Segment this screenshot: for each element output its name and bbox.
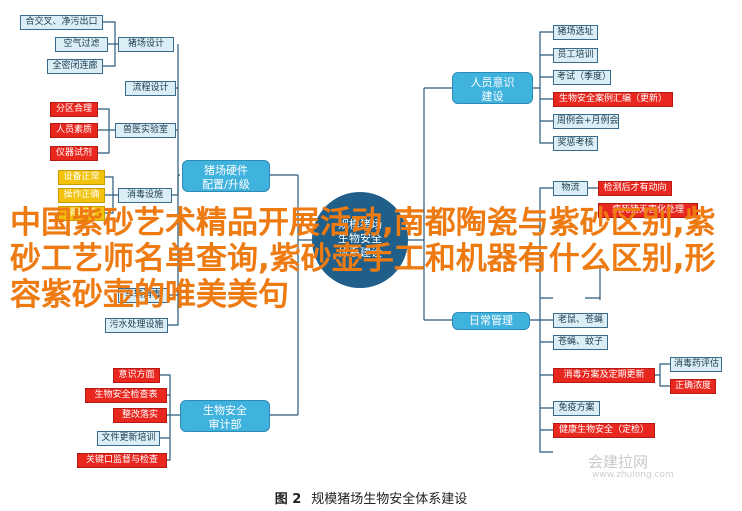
hub-daily: 日常管理 — [452, 312, 530, 330]
figure-caption: 图 2 规模猪场生物安全体系建设 — [0, 488, 742, 507]
hub-personnel-label: 人员意识 建设 — [470, 76, 515, 103]
node-operation: 操作正确 — [58, 188, 105, 203]
node-case-compilation: 生物安全案例汇编（更新） — [553, 92, 673, 107]
hub-daily-label: 日常管理 — [469, 314, 513, 327]
node-logistics: 物流 — [553, 181, 588, 196]
overlay-headline: 中国紫砂艺术精品开展活动,南都陶瓷与紫砂区别,紫砂工艺师名单查询,紫砂壶手工和机… — [10, 205, 716, 313]
node-site-selection: 猪场选址 — [553, 25, 598, 40]
node-mosquito: 苍蝇、蚊子 — [553, 335, 608, 350]
node-immune: 免疫方案 — [553, 401, 600, 416]
node-drug-eval: 消毒药评估 — [670, 357, 722, 372]
center-hub-line1: 规模猪场 — [338, 218, 382, 231]
node-key-inspection: 关键口监督与检查 — [77, 453, 167, 468]
node-dispose: 病死猪无害化处理 — [598, 203, 698, 218]
figure-number: 图 2 — [274, 492, 302, 507]
node-exam: 考试（季度） — [553, 70, 611, 85]
hub-process-design: 流程设计 — [125, 81, 176, 96]
node-devices: 设备正常 — [58, 170, 105, 185]
node-detect: 检测后才有动向 — [598, 181, 672, 196]
hub-hardware: 猪场硬件 配置/升级 — [182, 160, 270, 192]
center-hub-line3: 体系建设 — [338, 246, 382, 259]
node-bonus: 奖惩考核 — [553, 136, 598, 151]
node-instruments: 仪器试剂 — [50, 146, 98, 161]
node-checklist: 生物安全检查表 — [85, 388, 167, 403]
center-hub: 规模猪场 生物安全 体系建设 — [312, 192, 408, 288]
node-rectify: 整改落实 — [113, 408, 167, 423]
hub-personnel: 人员意识 建设 — [452, 72, 533, 104]
hub-audit-label: 生物安全 审计部 — [203, 404, 247, 431]
hub-vet-lab: 兽医实验室 — [115, 123, 176, 138]
node-staff-training: 员工培训 — [553, 48, 598, 63]
node-weekly-meeting: 周例会+月例会 — [553, 114, 619, 129]
node-doc-training: 文件更新培训 — [97, 431, 160, 446]
node-disinfect-plan: 消毒方案及定期更新 — [553, 368, 655, 383]
hub-disinfect-facility: 消毒设施 — [118, 188, 172, 203]
node-vehicle-disinfect: 车辆消毒 — [118, 288, 168, 303]
watermark-url: www.zhulong.com — [592, 470, 674, 480]
node-concentration: 正确浓度 — [670, 379, 716, 394]
node-awareness: 意识方面 — [113, 368, 160, 383]
center-hub-line2: 生物安全 — [338, 232, 382, 245]
node-closed-corridor: 全密闭连廊 — [47, 59, 103, 74]
watermark-logo: 会建拉网 — [588, 453, 649, 471]
node-pest: 老鼠、苍蝇 — [553, 313, 608, 328]
hub-sewage: 污水处理设施 — [105, 318, 168, 333]
node-disinfect-1: 消毒剂 — [58, 206, 105, 221]
node-air-filter: 空气过滤 — [55, 37, 108, 52]
figure-title: 规模猪场生物安全体系建设 — [311, 492, 468, 507]
node-zone: 分区合理 — [50, 102, 98, 117]
hub-audit: 生物安全 审计部 — [180, 400, 270, 432]
hub-hardware-label: 猪场硬件 配置/升级 — [202, 164, 250, 191]
node-staff-quality: 人员素质 — [50, 123, 98, 138]
hub-farm-design: 猪场设计 — [118, 37, 174, 52]
node-health-check: 健康生物安全（定检） — [553, 423, 655, 438]
node-traffic: 合交叉、净污出口 — [20, 15, 103, 30]
